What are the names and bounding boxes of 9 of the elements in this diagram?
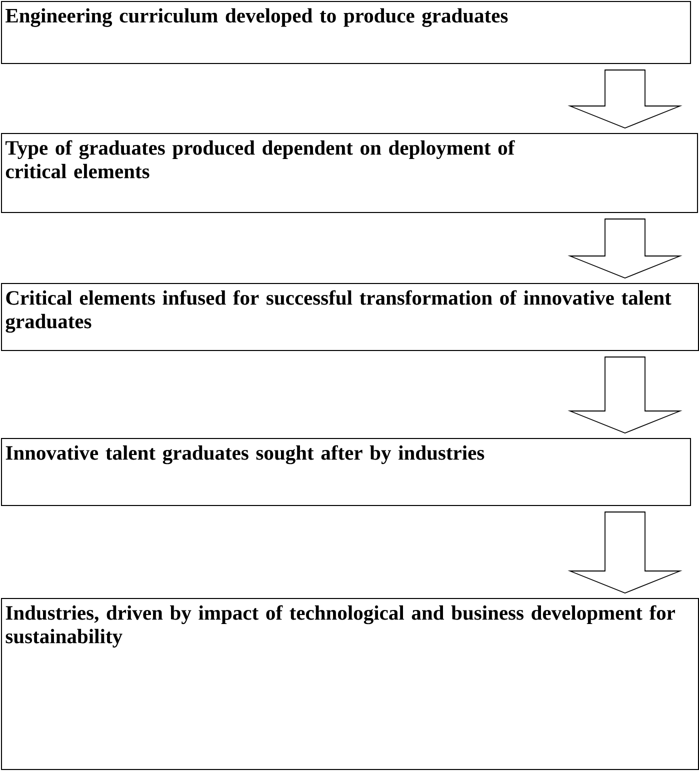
block-arrow: [568, 218, 682, 278]
block-arrow: [568, 356, 682, 434]
process-box: Engineering curriculum developed to produce graduates: [1, 1, 691, 64]
process-box: Industries, driven by impact of technological and business development for sustainability: [1, 598, 699, 770]
process-box: Innovative talent graduates sought after by industries: [1, 438, 691, 506]
block-arrow: [568, 512, 682, 594]
block-arrow: [568, 70, 682, 128]
process-box: Critical elements infused for successful transformation of innovative talent graduates: [1, 283, 699, 351]
process-box: Type of graduates produced dependent on deployment of critical elements: [1, 133, 698, 213]
